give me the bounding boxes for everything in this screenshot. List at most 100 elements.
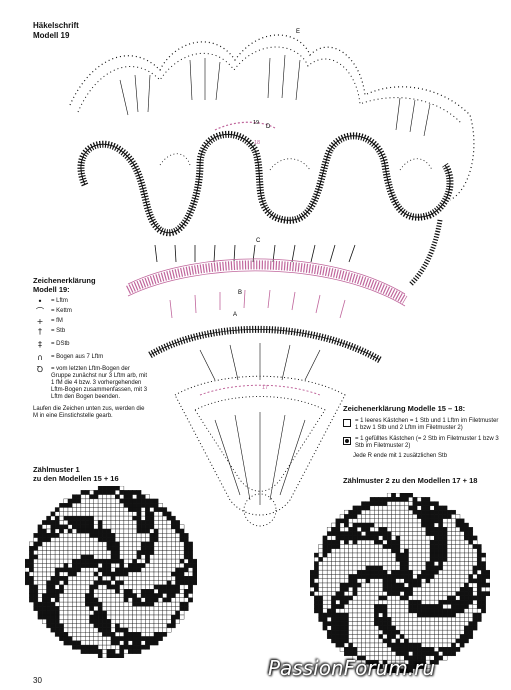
grid-cell — [331, 565, 336, 571]
grid-cell — [335, 557, 341, 562]
grid-cell — [85, 524, 90, 530]
grid-cell — [85, 644, 90, 650]
grid-cell — [408, 497, 414, 502]
grid-cell — [149, 524, 155, 530]
grid-cell — [451, 531, 456, 537]
grid-cell — [46, 593, 51, 598]
grid-cell — [421, 608, 426, 614]
grid-cell — [464, 578, 469, 584]
grid-cell — [37, 571, 43, 577]
grid-cell — [352, 599, 358, 605]
grid-cell — [382, 505, 388, 511]
grid-cell — [25, 567, 30, 573]
grid-cell — [356, 569, 362, 575]
grid-cell — [33, 606, 39, 611]
black-band-a-line — [149, 328, 381, 361]
grid-cell — [110, 619, 116, 624]
grid-cell — [416, 522, 422, 528]
grid-cell — [365, 548, 371, 554]
grid-cell — [171, 580, 176, 586]
grid-cell — [145, 537, 150, 543]
grid-cell — [72, 558, 77, 564]
grid-cell — [335, 604, 341, 609]
grid-cell — [425, 539, 431, 545]
grid-cell — [382, 518, 388, 524]
grid-cell — [175, 610, 180, 616]
grid-cell — [421, 497, 426, 502]
grid-cell — [425, 638, 431, 644]
grid-cell — [136, 636, 142, 641]
grid-cell — [429, 527, 435, 532]
grid-cell — [33, 584, 39, 590]
grid-cell — [183, 580, 189, 586]
grid-cell — [80, 511, 86, 517]
grid-cell — [378, 642, 384, 648]
grid-cell — [472, 548, 478, 554]
grid-cell — [425, 647, 431, 652]
grid-cell — [476, 557, 482, 562]
grid-cell — [361, 578, 366, 584]
grid-cell — [158, 528, 163, 534]
grid-cell — [455, 587, 461, 592]
grid-cell — [158, 546, 163, 551]
grid-cell — [326, 578, 332, 584]
grid-cell — [369, 569, 375, 575]
grid-cell — [162, 546, 168, 551]
grid-cell — [102, 520, 107, 525]
grid-cell — [102, 610, 107, 616]
grid-cell — [123, 554, 129, 560]
grid-cell — [365, 621, 371, 627]
grid-cell — [145, 524, 150, 530]
grid-cell — [145, 623, 150, 629]
grid-cell — [158, 576, 163, 581]
grid-cell — [446, 578, 452, 584]
grid-cell — [399, 509, 405, 515]
grid-cell — [442, 544, 448, 549]
grid-cell — [425, 497, 431, 502]
grid-cell — [391, 647, 396, 652]
grid-cell — [468, 531, 474, 537]
grid-cell — [89, 589, 94, 594]
grid-cell — [438, 552, 444, 558]
grid-cell — [110, 640, 116, 646]
grid-cell — [166, 546, 172, 551]
grid-cell — [408, 531, 414, 537]
grid-cell — [391, 548, 396, 554]
grid-cell — [175, 597, 180, 603]
grid-cell — [140, 623, 146, 629]
grid-cell — [128, 563, 133, 568]
grid-cell — [50, 589, 56, 594]
grid-cell — [438, 509, 444, 515]
grid-cell — [442, 591, 448, 597]
grid-cell — [67, 550, 73, 555]
grid-cell — [438, 574, 444, 579]
grid-cell — [85, 623, 90, 629]
grid-cell — [59, 563, 64, 568]
grid-cell — [382, 612, 388, 618]
grid-cell — [97, 541, 103, 547]
grid-cell — [192, 567, 197, 573]
grid-cell — [421, 522, 426, 528]
grid-cell — [365, 617, 371, 622]
grid-cell — [132, 541, 137, 547]
grid-cell — [128, 537, 133, 543]
grid-cell — [149, 580, 155, 586]
grid-cell — [132, 580, 137, 586]
grid-cell — [386, 548, 392, 554]
grid-cell — [179, 571, 185, 577]
grid-cell — [434, 505, 439, 511]
grid-cell — [110, 503, 116, 508]
grid-cell — [476, 578, 482, 584]
grid-cell — [33, 550, 39, 555]
grid-cell — [106, 558, 112, 564]
grid-cell — [183, 563, 189, 568]
grid-cell — [378, 625, 384, 631]
grid-cell — [361, 587, 366, 592]
grid-cell — [115, 610, 120, 616]
grid-cell — [335, 634, 341, 639]
grid-cell — [80, 546, 86, 551]
grid-cell — [468, 557, 474, 562]
grid-cell — [76, 498, 82, 504]
grid-cell — [46, 580, 51, 586]
grid-cell — [395, 514, 401, 519]
